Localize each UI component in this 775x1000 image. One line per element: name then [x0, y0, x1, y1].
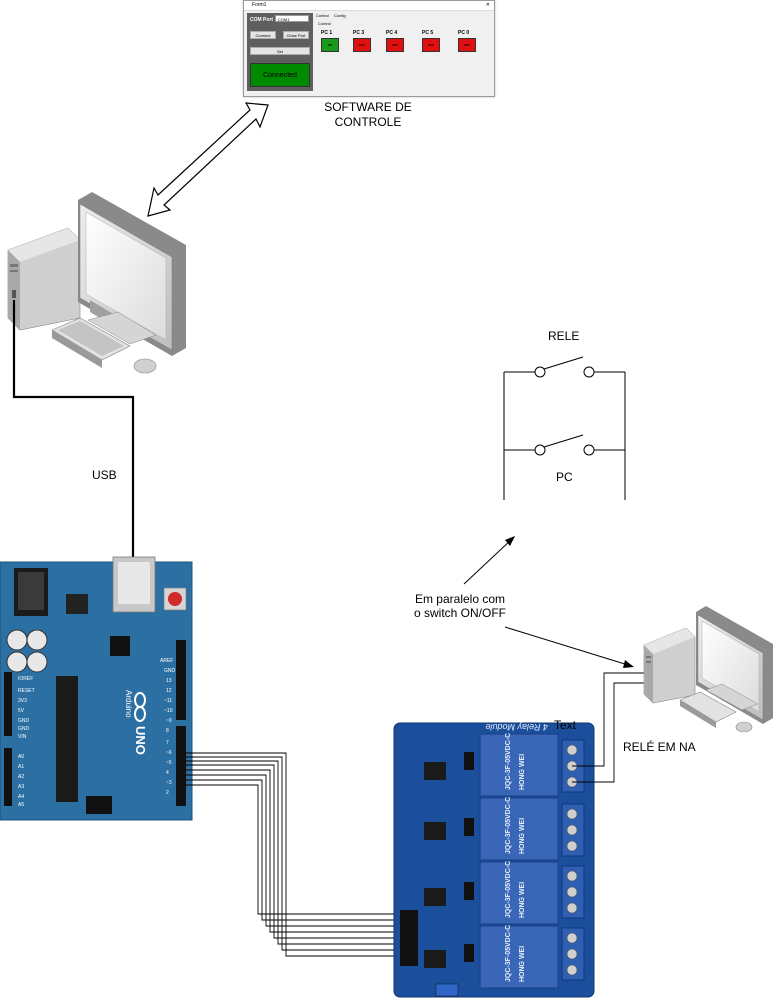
svg-text:AREF: AREF: [160, 658, 173, 664]
window-titlebar: Form1 ✕: [244, 1, 494, 11]
com-port-select[interactable]: COM1: [275, 15, 309, 22]
relay-brand-1: HONG WEI: [519, 754, 526, 790]
svg-text:5V: 5V: [18, 708, 25, 714]
svg-text:12: 12: [166, 688, 172, 694]
window-title: Form1: [252, 2, 267, 8]
connection-status: Connected: [250, 63, 310, 87]
pc-label: PC 5: [422, 30, 434, 36]
pc-control-1: PC 1 ON: [321, 30, 349, 52]
pc-toggle-button[interactable]: ON: [321, 38, 339, 52]
pc-toggle-button[interactable]: OFF: [386, 38, 404, 52]
relay-brand-2: HONG WEI: [519, 818, 526, 854]
arduino-brand: Arduino: [124, 690, 133, 718]
svg-text:~11: ~11: [164, 698, 172, 704]
close-port-button[interactable]: Close Port: [283, 31, 309, 39]
svg-text:RESET: RESET: [18, 688, 35, 694]
connection-panel: COM Port COM1 Connect Close Port Set Con…: [247, 13, 313, 91]
rele-label: RELE: [548, 329, 580, 343]
arduino-model: UNO: [133, 726, 148, 755]
pc-control-4: PC 5 OFF: [422, 30, 450, 52]
pc-control-5: PC 0 OFF: [458, 30, 486, 52]
annotation-arrow-right: [504, 626, 634, 668]
svg-text:~6: ~6: [166, 750, 172, 756]
svg-text:A0: A0: [18, 754, 24, 760]
connect-button[interactable]: Connect: [250, 31, 276, 39]
pc-label: PC 1: [321, 30, 333, 36]
com-port-label: COM Port: [250, 17, 274, 23]
relay-part-3: JQC-3F-05VDC-C: [505, 861, 512, 918]
signal-wires: [185, 752, 400, 957]
relay-part-4: JQC-3F-05VDC-C: [505, 925, 512, 982]
pc-label-schematic: PC: [556, 470, 573, 484]
software-label: SOFTWARE DE CONTROLE: [324, 100, 412, 129]
svg-text:A5: A5: [18, 802, 24, 808]
set-button[interactable]: Set: [250, 47, 310, 55]
svg-text:VIN: VIN: [18, 734, 27, 740]
rele-na-label: RELÉ EM NA: [623, 740, 696, 754]
relay-module-title: 4 Relay Module: [485, 722, 548, 732]
parallel-note: Em paralelo com o switch ON/OFF: [413, 592, 506, 620]
svg-text:~5: ~5: [166, 760, 172, 766]
svg-text:IOREF: IOREF: [18, 676, 33, 682]
svg-text:A3: A3: [18, 784, 24, 790]
usb-label: USB: [92, 468, 117, 482]
usb-cable: [12, 300, 135, 560]
control-group-label: Control: [318, 21, 331, 26]
svg-text:GND: GND: [18, 726, 30, 732]
tab-bar: Control Config: [316, 13, 350, 18]
relay-part-1: JQC-3F-05VDC-C: [505, 733, 512, 790]
tab-config[interactable]: Config: [334, 13, 346, 18]
relay-brand-4: HONG WEI: [519, 946, 526, 982]
svg-text:A1: A1: [18, 764, 24, 770]
svg-text:GND: GND: [164, 668, 176, 674]
svg-text:2: 2: [166, 790, 169, 796]
svg-text:~9: ~9: [166, 718, 172, 724]
svg-text:GND: GND: [18, 718, 30, 724]
svg-text:A4: A4: [18, 794, 24, 800]
tab-control[interactable]: Control: [316, 13, 329, 18]
annotation-arrow-up: [463, 536, 515, 585]
relay-to-pc-wires: [572, 672, 652, 783]
svg-text:8: 8: [166, 728, 169, 734]
svg-text:~10: ~10: [164, 708, 173, 714]
svg-text:4: 4: [166, 770, 169, 776]
pc-label: PC 4: [386, 30, 398, 36]
relay-part-2: JQC-3F-05VDC-C: [505, 797, 512, 854]
relay-schematic: [503, 356, 626, 500]
pc-label: PC 3: [353, 30, 365, 36]
relay-brand-3: HONG WEI: [519, 882, 526, 918]
computer-icon-2: [643, 606, 773, 733]
svg-text:3V3: 3V3: [18, 698, 27, 704]
svg-text:A2: A2: [18, 774, 24, 780]
computer-icon: [7, 192, 186, 374]
text-label: Text: [554, 718, 577, 732]
pc-control-3: PC 4 OFF: [386, 30, 414, 52]
pc-toggle-button[interactable]: OFF: [422, 38, 440, 52]
software-window: Form1 ✕ COM Port COM1 Connect Close Port…: [243, 0, 495, 97]
svg-text:7: 7: [166, 740, 169, 746]
pc-control-2: PC 3 OFF: [353, 30, 381, 52]
relay-module: JQC-3F-05VDC-C HONG WEI JQC-3F-05VDC-C H…: [393, 722, 595, 998]
svg-text:~3: ~3: [166, 780, 172, 786]
svg-text:13: 13: [166, 678, 172, 684]
pc-toggle-button[interactable]: OFF: [458, 38, 476, 52]
pc-toggle-button[interactable]: OFF: [353, 38, 371, 52]
pc-label: PC 0: [458, 30, 470, 36]
bidirectional-arrow: [147, 102, 269, 217]
close-icon[interactable]: ✕: [485, 2, 490, 8]
